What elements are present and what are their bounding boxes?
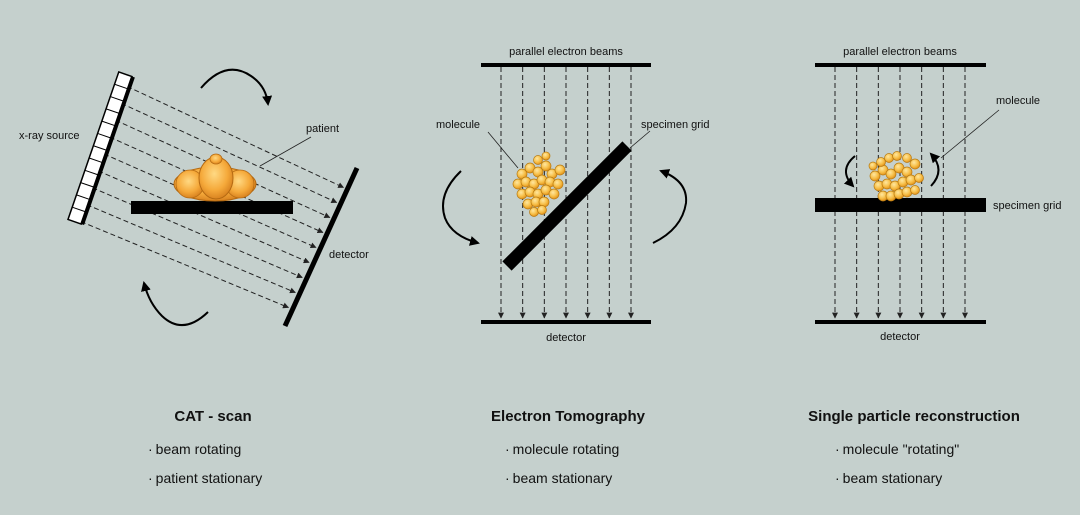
tomo-grid-pointer [629, 130, 651, 149]
source-segment [76, 194, 90, 200]
source-segment [88, 157, 103, 164]
tomo-specimen-grid [502, 141, 632, 271]
cat-detector-bar [282, 166, 360, 328]
tomo-rotation-arrow-right [652, 169, 688, 244]
cat-beam [115, 119, 331, 218]
xray-source [67, 71, 135, 226]
tomography-panel: parallel electron beams molecule specime… [436, 46, 709, 344]
tomo-bullet-2: ·beam stationary [505, 470, 612, 486]
source-segment [97, 132, 112, 139]
tomo-molecule-pointer [487, 131, 519, 169]
spr-molecule-pointer [940, 109, 1000, 159]
spr-molecule-sphere [884, 153, 894, 163]
beam-rotation-arrow-top [200, 68, 273, 106]
tomo-beams-label: parallel electron beams [509, 46, 623, 58]
beam-rotation-arrow-bottom [141, 281, 209, 326]
tomo-grid-label: specimen grid [641, 119, 709, 131]
spr-molecule-sphere [910, 185, 920, 195]
spr-rotation-arrow-left [843, 155, 856, 188]
tomo-molecule-sphere [541, 151, 551, 161]
spr-molecule-sphere [869, 170, 881, 182]
tomo-molecule-sphere [533, 155, 543, 165]
cat-patient-label: patient [306, 123, 339, 135]
spr-molecule-sphere [892, 151, 902, 161]
tomo-detector-label: detector [546, 332, 586, 344]
tomo-molecule-sphere [554, 164, 566, 176]
spr-beams-label: parallel electron beams [843, 46, 957, 58]
captions: CAT - scan ·beam rotating ·patient stati… [148, 408, 1020, 486]
source-segment [105, 108, 120, 114]
tomo-molecule [512, 151, 566, 217]
source-segment [80, 182, 95, 188]
spr-detector-label: detector [880, 331, 920, 343]
tomo-bullet-1: ·molecule rotating [505, 441, 619, 457]
source-segment [84, 169, 99, 176]
tomo-molecule-sphere [540, 160, 552, 172]
spr-molecule-sphere [868, 161, 878, 171]
cat-bullet-1: ·beam rotating [148, 441, 241, 457]
cat-beam [80, 221, 289, 309]
cat-beam [98, 170, 310, 264]
source-segment [101, 120, 116, 127]
source-segment [93, 145, 107, 151]
spr-bullet-2: ·beam stationary [835, 470, 942, 486]
cat-title: CAT - scan [174, 408, 251, 425]
spr-molecule-sphere [876, 157, 886, 167]
spr-molecule [868, 151, 924, 202]
spr-molecule-sphere [914, 173, 924, 183]
spr-molecule-sphere [902, 153, 912, 163]
spr-molecule-sphere [885, 168, 897, 180]
source-segment [114, 83, 128, 90]
spr-molecule-label: molecule [996, 95, 1040, 107]
tomo-molecule-sphere [548, 188, 560, 200]
cat-beam [92, 187, 303, 279]
tomo-title: Electron Tomography [491, 408, 646, 425]
spr-rotation-arrow-right [929, 152, 941, 187]
cat-scan-panel: x-ray source patient detector [19, 68, 369, 328]
cat-source-label: x-ray source [19, 130, 80, 142]
cat-detector-label: detector [329, 249, 369, 261]
source-segment [72, 206, 86, 213]
spr-title: Single particle reconstruction [808, 408, 1020, 425]
spr-beams [832, 67, 968, 319]
tomo-rotation-arrow-left [442, 170, 480, 246]
tomo-molecule-label: molecule [436, 119, 480, 131]
single-particle-panel: parallel electron beams molecule specime… [815, 46, 1061, 343]
source-segment [110, 96, 124, 102]
tomo-molecule-sphere [552, 178, 564, 190]
tomo-molecule-sphere [537, 205, 547, 215]
spr-grid-label: specimen grid [993, 200, 1061, 212]
cat-bullet-2: ·patient stationary [148, 470, 262, 486]
spr-specimen-grid [815, 198, 986, 212]
tomo-beams [498, 67, 634, 319]
tomo-molecule-sphere [529, 207, 539, 217]
patient [173, 153, 257, 202]
patient-table [131, 201, 293, 214]
spr-bullet-1: ·molecule "rotating" [835, 441, 959, 457]
patient-pointer [259, 136, 312, 167]
cat-beam [86, 204, 296, 294]
spr-molecule-sphere [909, 158, 921, 170]
